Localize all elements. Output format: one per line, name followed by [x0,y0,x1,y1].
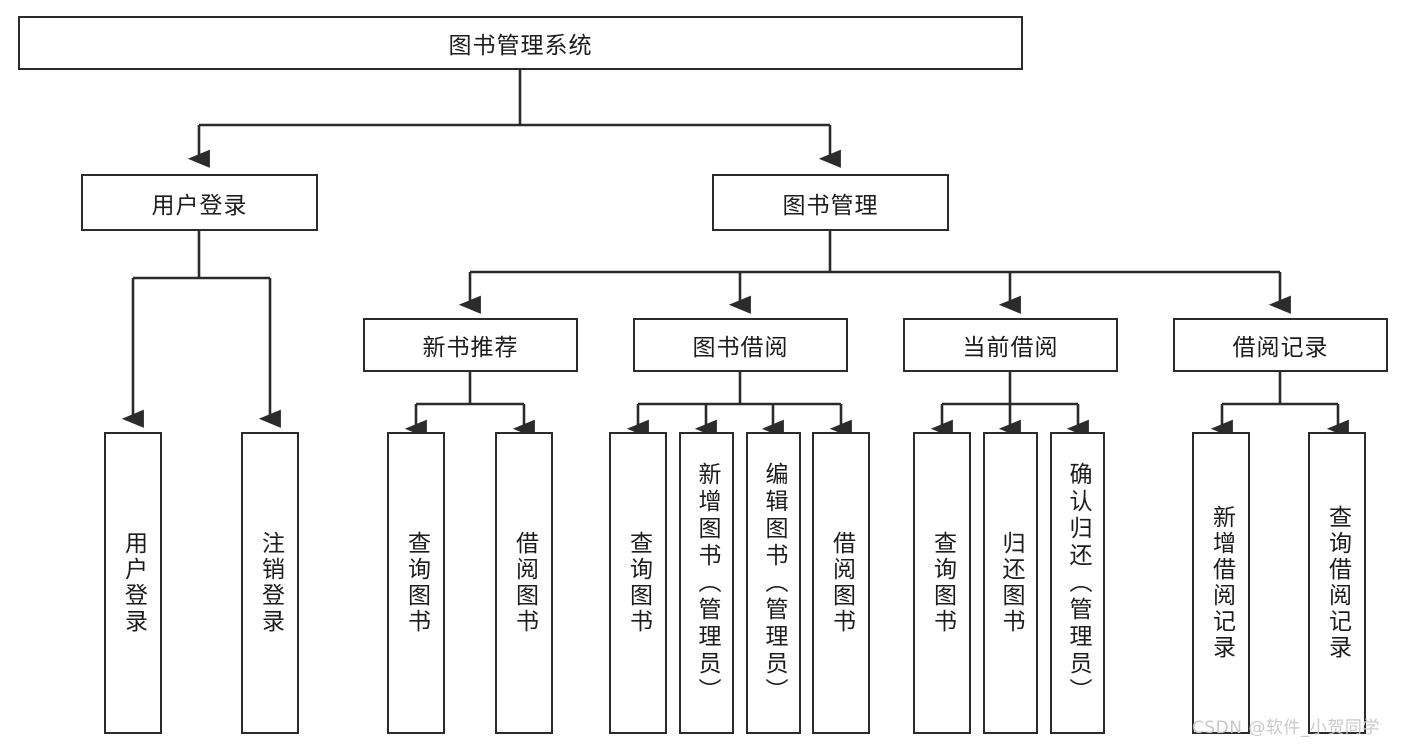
node-new-book-recommend[interactable]: 新书推荐 [363,318,578,372]
leaf-borrow-add-book[interactable]: 新增图书（管理员） [679,432,734,734]
node-label: 查询图书 [403,531,430,635]
node-user-login[interactable]: 用户登录 [81,174,318,231]
node-label: 用户登录 [120,531,147,635]
node-label: 归还图书 [998,531,1024,635]
node-label: 当前借阅 [962,335,1059,361]
leaf-current-return-book[interactable]: 归还图书 [983,432,1038,734]
node-label: 用户登录 [151,192,248,219]
node-current-borrow[interactable]: 当前借阅 [903,318,1118,372]
node-label: 查询图书 [625,531,652,635]
node-label: 图书管理 [782,192,879,219]
node-book-management[interactable]: 图书管理 [712,174,949,231]
leaf-recommend-borrow-book[interactable]: 借阅图书 [495,432,553,734]
node-borrow-record[interactable]: 借阅记录 [1173,318,1388,372]
node-root[interactable]: 图书管理系统 [18,16,1023,70]
node-label: 新增图书（管理员） [694,461,720,705]
leaf-record-query-record[interactable]: 查询借阅记录 [1308,432,1366,734]
leaf-recommend-query-book[interactable]: 查询图书 [387,432,445,734]
leaf-borrow-borrow-book[interactable]: 借阅图书 [812,432,870,734]
node-label: 编辑图书（管理员） [761,461,787,705]
leaf-user-logout[interactable]: 注销登录 [241,432,299,734]
leaf-user-login[interactable]: 用户登录 [104,432,162,734]
leaf-current-query-book[interactable]: 查询图书 [913,432,971,734]
node-label: 借阅图书 [828,531,855,635]
node-label: 注销登录 [257,531,284,635]
node-label: 借阅记录 [1232,335,1329,361]
leaf-borrow-query-book[interactable]: 查询图书 [609,432,667,734]
csdn-watermark: CSDN @软件_小贺同学 [1192,718,1380,738]
leaf-borrow-edit-book[interactable]: 编辑图书（管理员） [746,432,801,734]
node-label: 确认归还（管理员） [1065,461,1091,705]
node-label: 新书推荐 [422,335,519,361]
node-label: 图书管理系统 [448,33,593,59]
node-label: 借阅图书 [511,531,538,635]
leaf-record-add-record[interactable]: 新增借阅记录 [1192,432,1250,734]
node-label: 查询借阅记录 [1324,505,1351,661]
node-label: 新增借阅记录 [1208,505,1235,661]
node-book-borrow[interactable]: 图书借阅 [633,318,848,372]
node-label: 查询图书 [929,531,956,635]
leaf-current-confirm-return[interactable]: 确认归还（管理员） [1050,432,1105,734]
node-label: 图书借阅 [692,335,789,361]
